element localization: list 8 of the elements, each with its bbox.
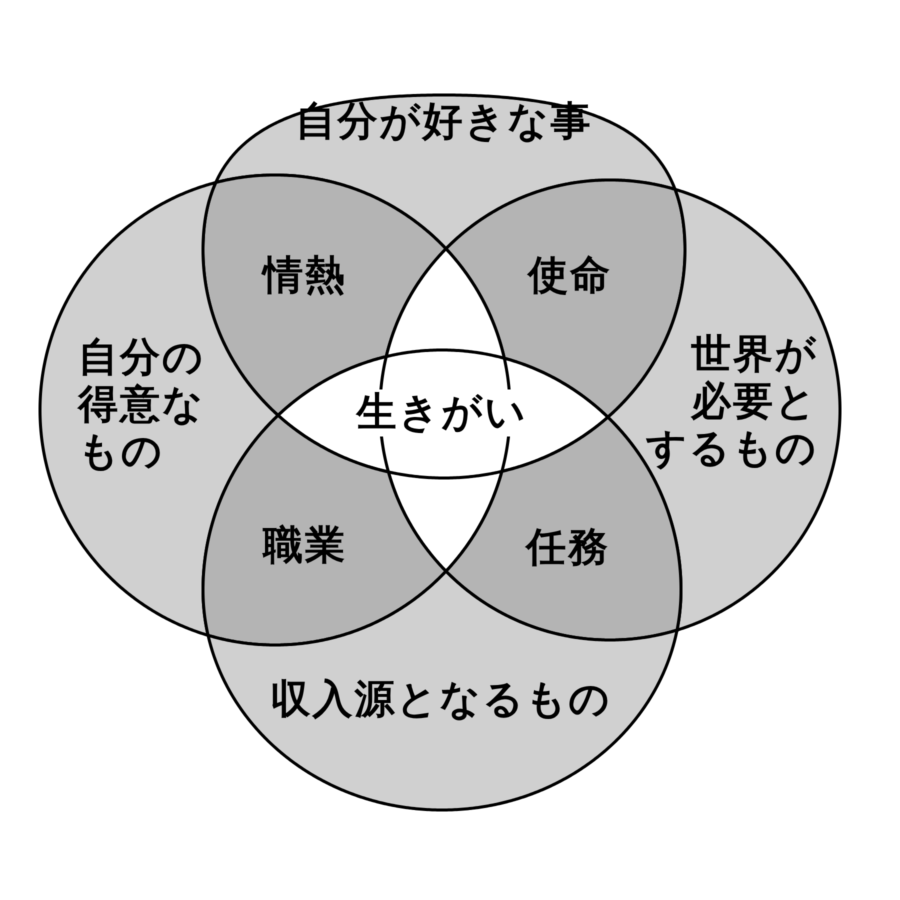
crescent-region (207, 570, 678, 811)
intersection-label: 使命 (528, 252, 612, 300)
intersection-label: 任務 (526, 524, 610, 572)
intersection-label: 情熱 (263, 252, 347, 300)
intersection-label: 職業 (263, 522, 347, 570)
set-label: 自分の得意なもの (78, 334, 205, 476)
set-label: 世界が必要とするもの (646, 332, 818, 472)
set-label: 収入源となるもの (270, 676, 612, 724)
